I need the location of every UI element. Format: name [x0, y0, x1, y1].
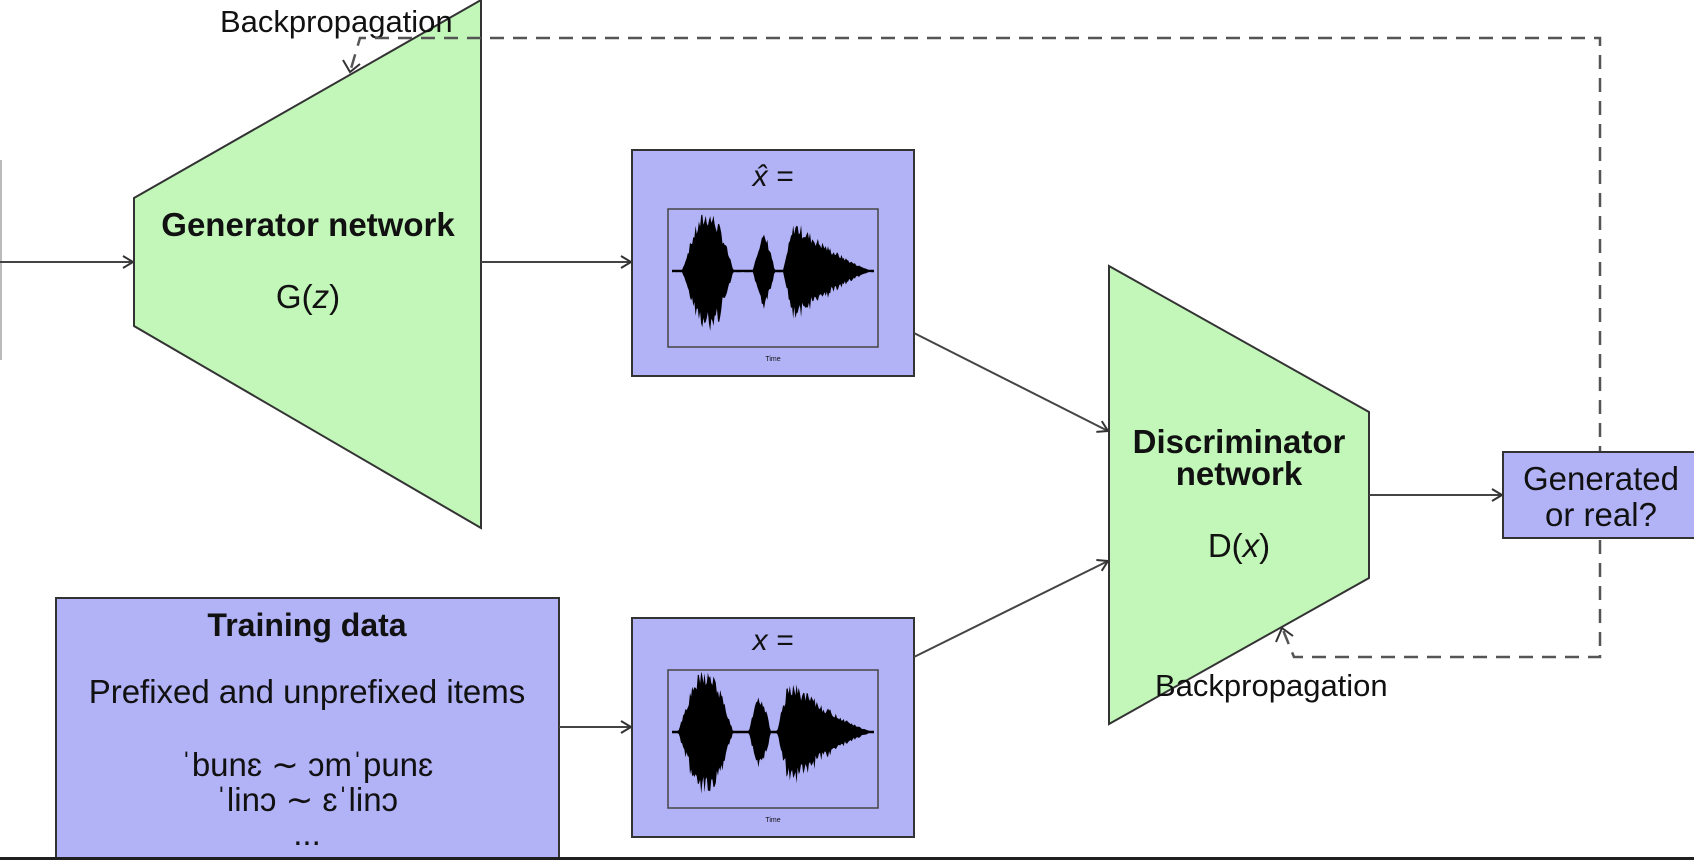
generator-title: Generator network	[161, 206, 455, 243]
waveform-plot-icon: Time	[667, 208, 879, 363]
generator-formula: G(z)	[276, 278, 340, 315]
waveform-plot-icon: Time	[667, 669, 879, 824]
discriminator-title-line1: Discriminator	[1133, 423, 1346, 460]
real-sample-label: x =	[751, 624, 794, 657]
backprop-top-path	[348, 36, 1602, 460]
backprop-bottom-label: Backpropagation	[1155, 668, 1388, 703]
arrow-x-to-discriminator	[913, 559, 1110, 658]
discriminator-title-line2: network	[1176, 455, 1303, 492]
training-data-item: ...	[293, 815, 321, 852]
backprop-bottom-arrowhead	[1275, 626, 1294, 643]
arrow-xhat-to-discriminator	[913, 332, 1110, 433]
backprop-bottom-path	[1281, 540, 1602, 659]
generator-network-shape	[133, 0, 482, 530]
training-data-subtitle: Prefixed and unprefixed items	[89, 673, 526, 710]
discriminator-formula: D(x)	[1208, 527, 1270, 564]
generated-sample-label: x̂ =	[751, 160, 794, 193]
svg-text:Time: Time	[765, 817, 780, 824]
backprop-top-label: Backpropagation	[220, 4, 453, 39]
bottom-bar	[0, 857, 1694, 860]
discriminator-network-shape	[1108, 264, 1370, 726]
real-sample-box: x = Time	[631, 617, 915, 838]
generated-sample-box: x̂ = Time	[631, 149, 915, 377]
training-data-title: Training data	[207, 607, 406, 643]
output-line1: Generated	[1523, 460, 1679, 497]
training-data-box: Training data Prefixed and unprefixed it…	[55, 597, 560, 860]
backprop-top-arrowhead	[342, 59, 361, 74]
svg-text:Time: Time	[765, 356, 780, 363]
training-data-item: ˈbunɛ ∼ ɔmˈpunɛ	[181, 746, 433, 783]
output-box: Generated or real?	[1502, 451, 1694, 539]
training-data-item: ˈlinɔ ∼ ɛˈlinɔ	[216, 781, 398, 818]
output-line2: or real?	[1545, 496, 1657, 533]
